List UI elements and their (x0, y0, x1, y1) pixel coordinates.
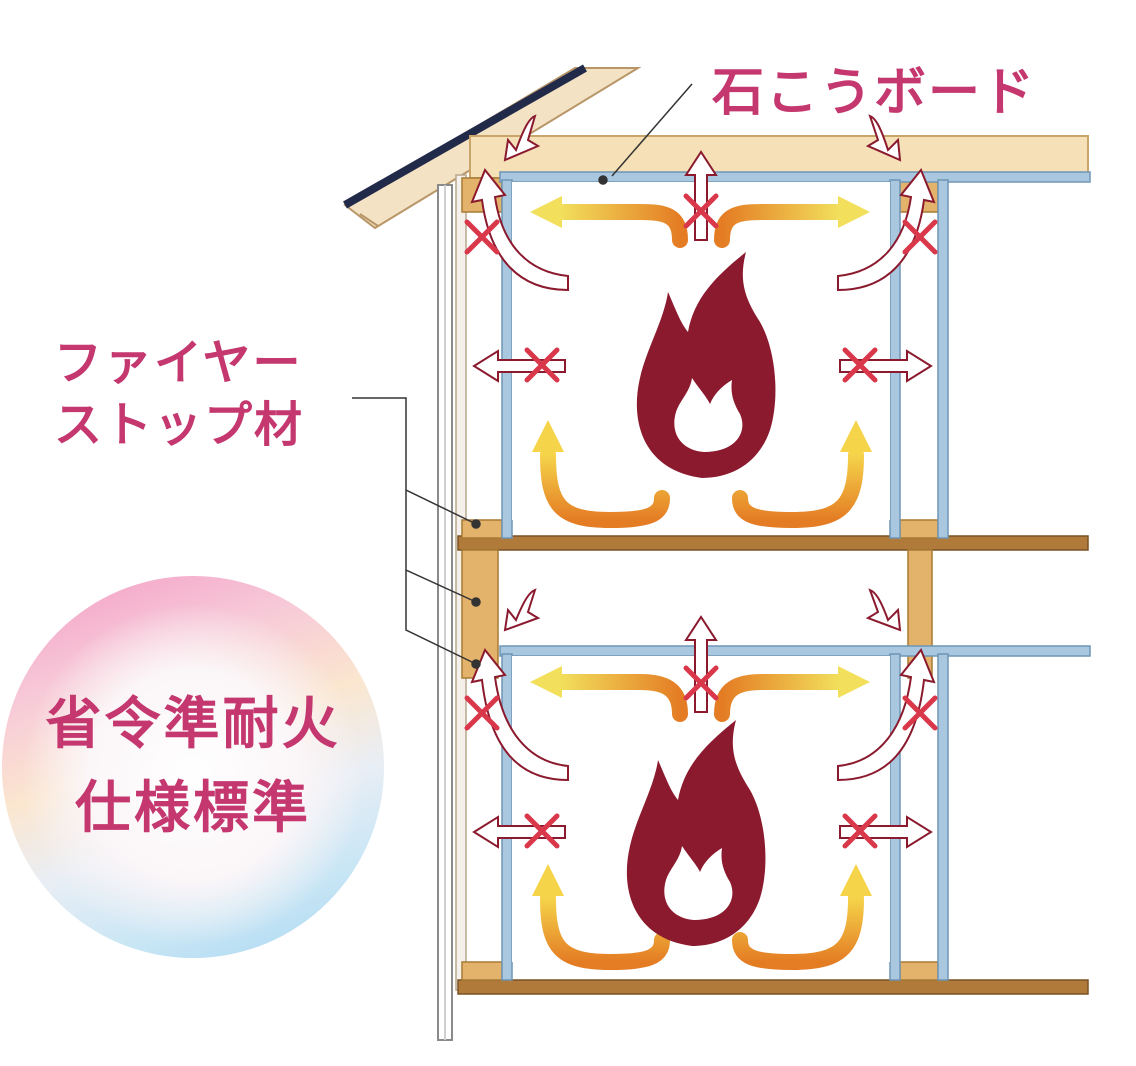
quasi-fireproof-badge: 省令準耐火 仕様標準 (2, 576, 384, 958)
exterior-wall (437, 174, 467, 1041)
upper-room-block-marks (464, 193, 938, 383)
badge-line1: 省令準耐火 (45, 692, 341, 757)
leader-lines (352, 83, 693, 669)
upper-room-heat-flow (530, 196, 872, 529)
flame-icon (636, 252, 776, 478)
flame-icon (626, 720, 766, 946)
badge-line2: 仕様標準 (75, 776, 311, 841)
gypsum-board-label: 石こうボード (712, 63, 1037, 123)
floor-beams (457, 535, 1089, 995)
lower-room-block-marks (464, 665, 938, 849)
fire-stop-label: ファイヤー ストップ材 (54, 332, 304, 456)
lower-room-heat-flow (530, 666, 872, 971)
fire-stop-label-line1: ファイヤー (54, 335, 303, 391)
fire-stop-label-line2: ストップ材 (54, 397, 305, 453)
